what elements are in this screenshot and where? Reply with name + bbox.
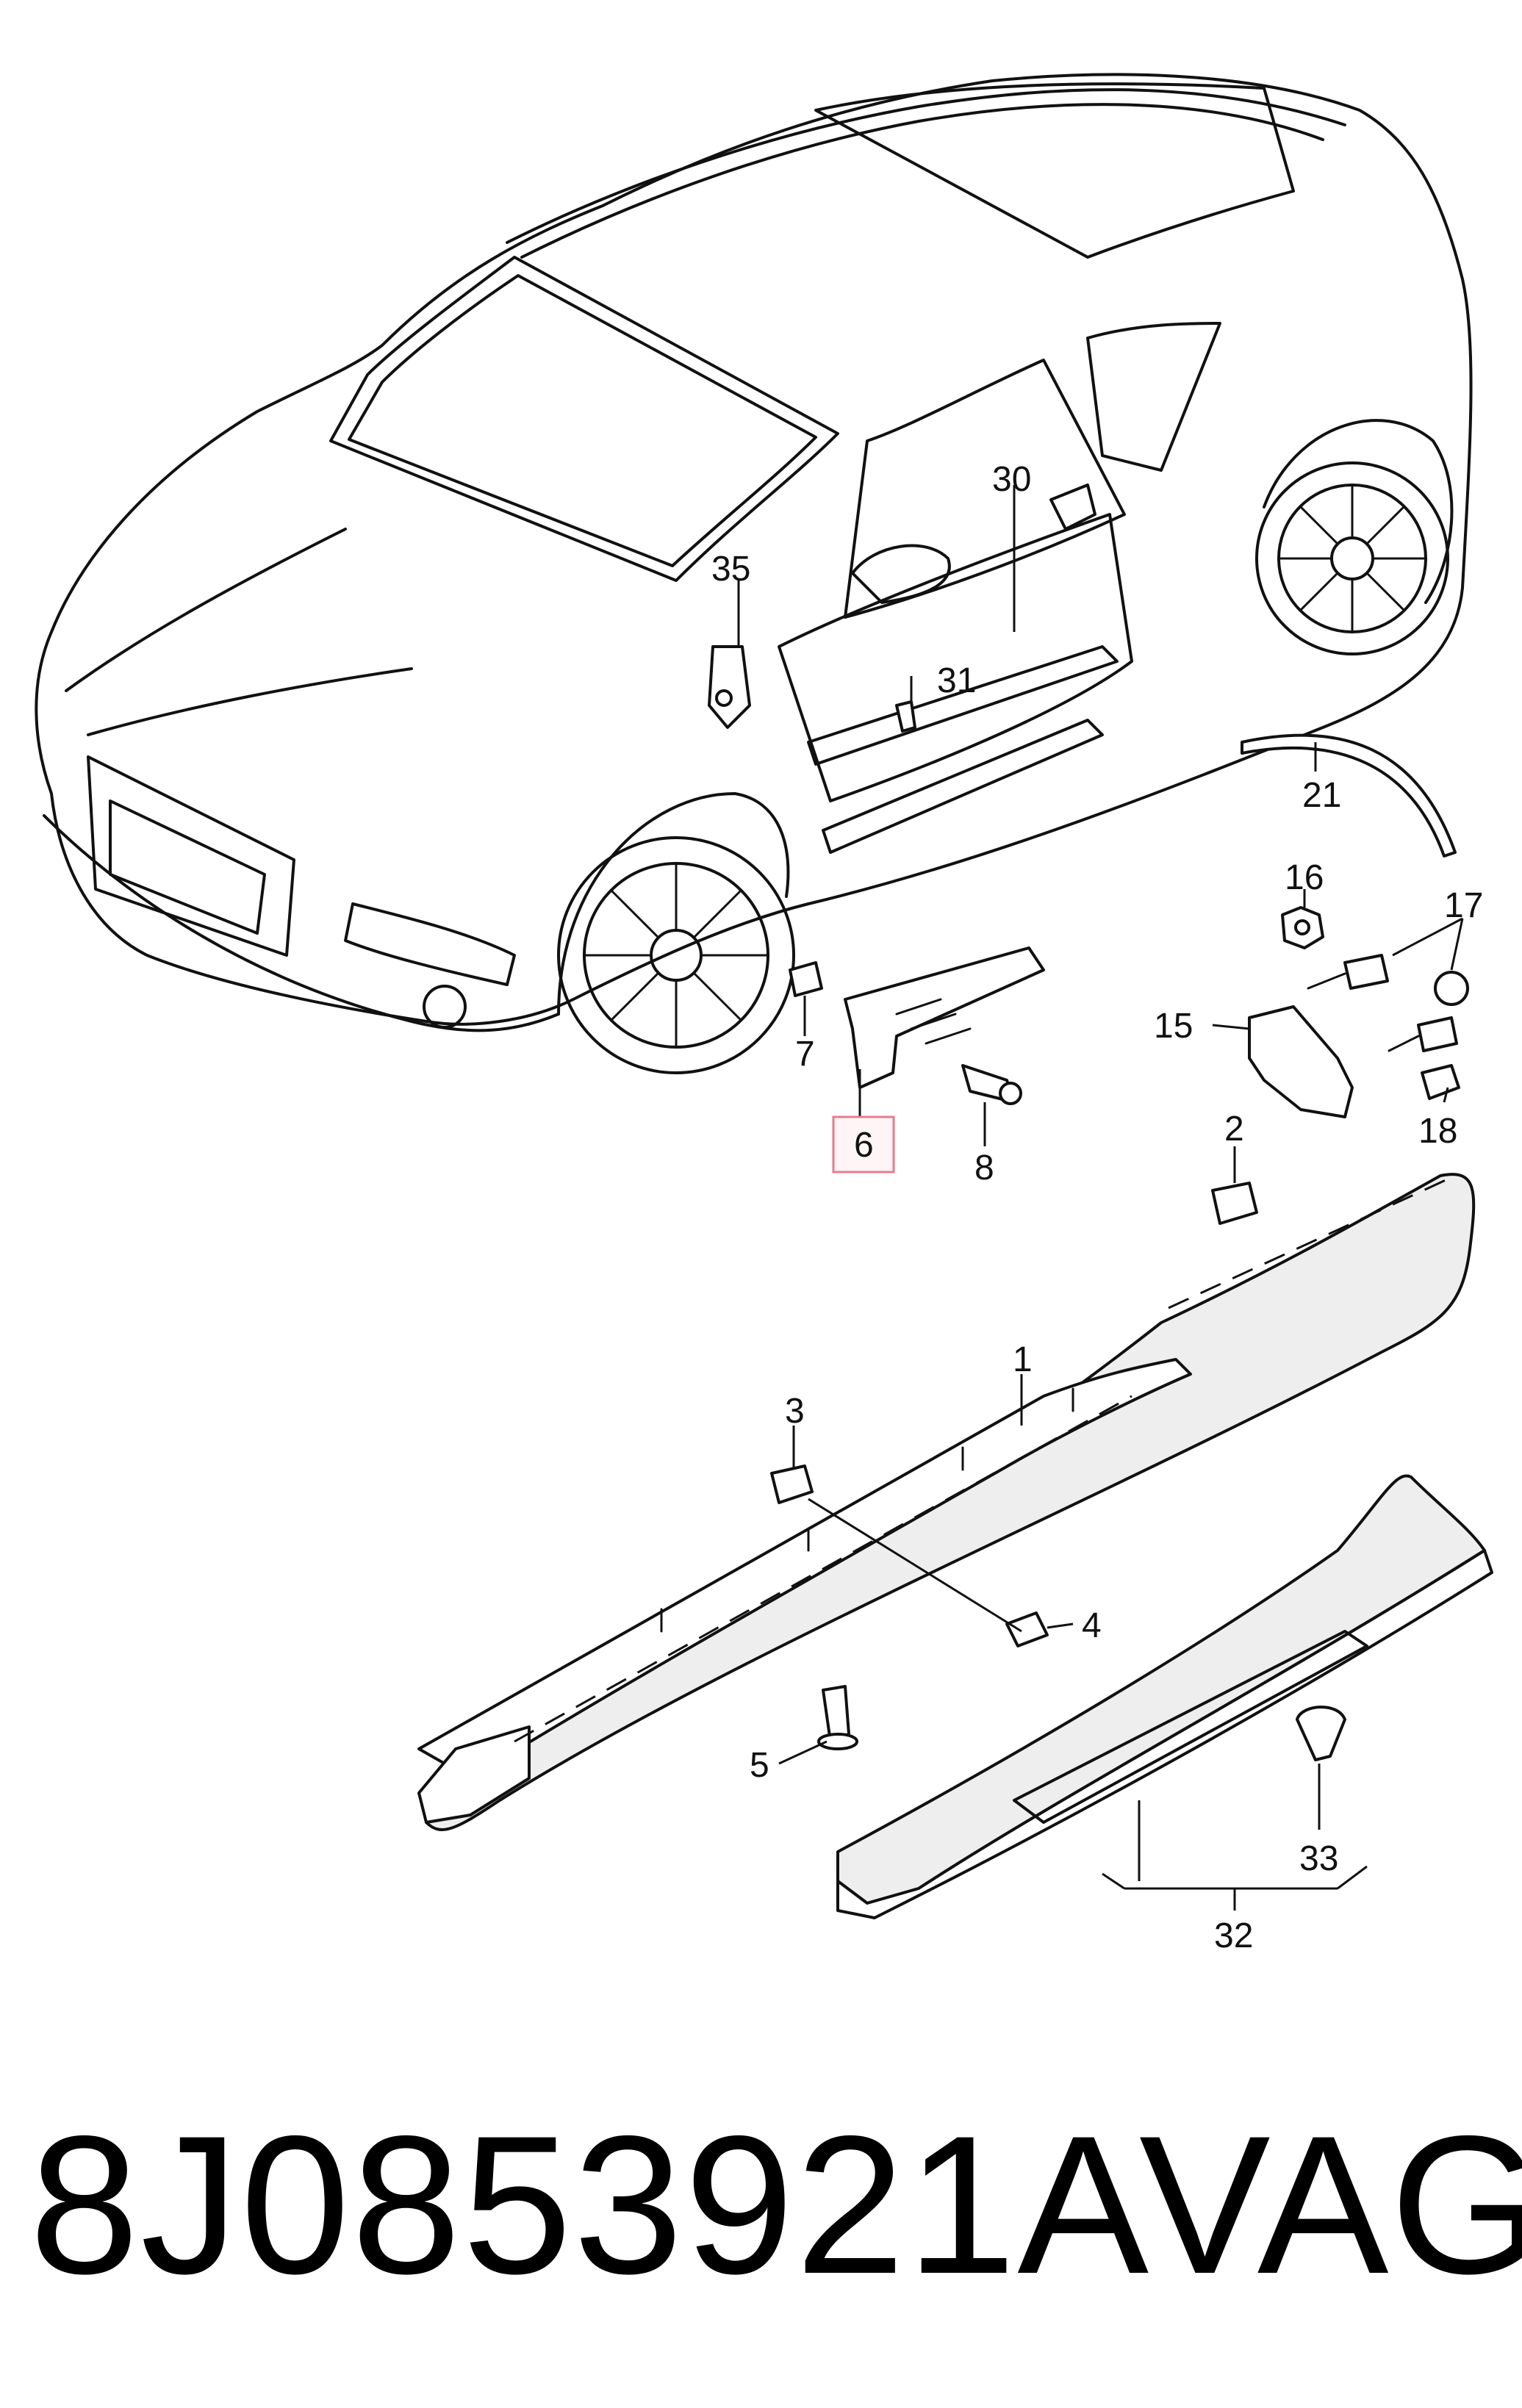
car-illustration: [35, 73, 1473, 1074]
leader-lines: [737, 485, 1464, 1911]
callout-16: 16: [1285, 858, 1324, 897]
part-number: 8J0853921A: [29, 2094, 1151, 2315]
callout-35: 35: [711, 550, 750, 589]
scuff-plate: [836, 1474, 1493, 1919]
callout-1: 1: [1013, 1340, 1033, 1379]
panel-clip: [770, 1464, 814, 1504]
bracket: [1248, 1005, 1354, 1118]
panel-screw: [1005, 1611, 1049, 1647]
callout-32: 32: [1214, 1916, 1253, 1955]
sill-clip: [1211, 1182, 1258, 1225]
footer: 8J0853921A VAG: [29, 2087, 1522, 2322]
callout-4: 4: [1082, 1606, 1102, 1645]
scuff-clip: [1296, 1706, 1346, 1761]
callout-31: 31: [937, 661, 976, 700]
callout-labels: 35 30 31 21 16 17 15 18 7 6 8 2 1 3 4 5 …: [711, 460, 1483, 1955]
screw-pair: [1307, 954, 1469, 1052]
sill-panel: [417, 1173, 1476, 1831]
callout-30: 30: [992, 460, 1031, 499]
callout-7: 7: [795, 1035, 815, 1074]
callout-6: 6: [854, 1126, 874, 1165]
mounting-plate: [844, 946, 1045, 1089]
plate-clip: [789, 961, 823, 997]
callout-21: 21: [1302, 776, 1341, 815]
brand-name: VAG: [1139, 2094, 1522, 2315]
highlight-box: [832, 1115, 895, 1174]
callout-8: 8: [974, 1149, 994, 1187]
callout-5: 5: [750, 1746, 769, 1785]
clip: [1421, 1064, 1460, 1100]
callout-18: 18: [1418, 1112, 1457, 1151]
callout-2: 2: [1224, 1110, 1244, 1149]
nut: [1281, 906, 1324, 949]
callout-33: 33: [1299, 1839, 1338, 1878]
callout-17: 17: [1444, 886, 1483, 925]
wheel-arch-trim: [1241, 733, 1457, 858]
callout-15: 15: [1154, 1007, 1193, 1046]
callout-3: 3: [785, 1392, 805, 1431]
